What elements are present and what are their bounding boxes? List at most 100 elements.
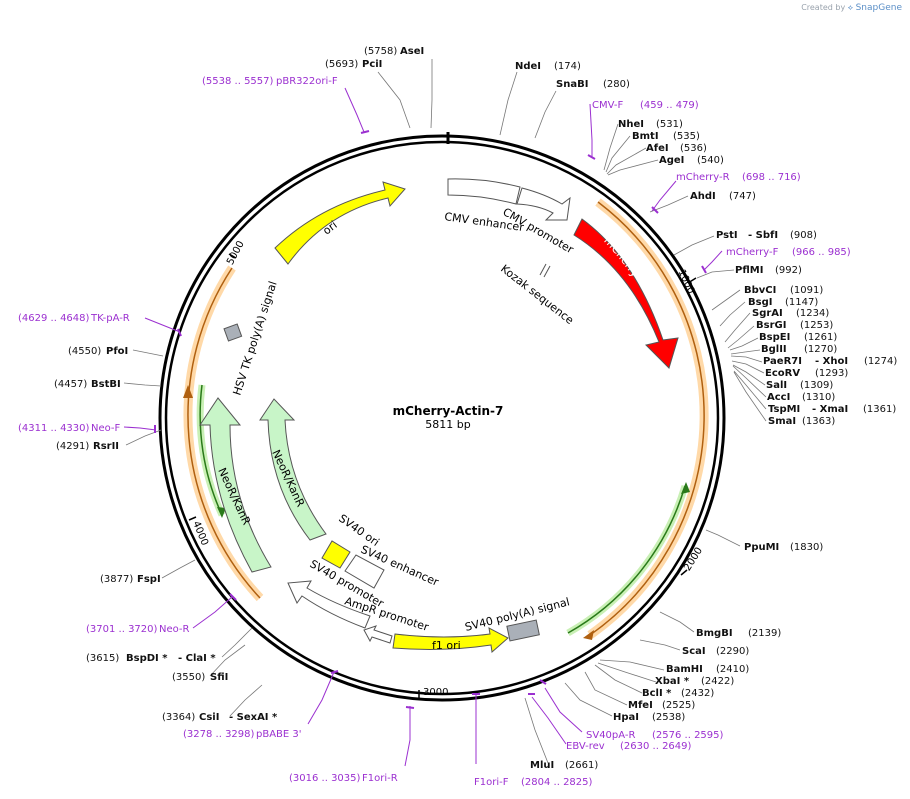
svg-text:(2630 .. 2649): (2630 .. 2649) xyxy=(620,741,692,752)
svg-text:ScaI: ScaI xyxy=(682,646,706,657)
enzyme-sgrai[interactable]: SgrAI(1234) xyxy=(752,308,829,319)
primer-cmv-f[interactable]: CMV-F(459 .. 479) xyxy=(592,100,699,111)
enzyme-fspi[interactable]: (3877)FspI xyxy=(100,574,161,585)
svg-text:MfeI: MfeI xyxy=(628,700,653,711)
enzyme-nhei[interactable]: NheI (531) xyxy=(618,119,683,130)
enzyme-mlui[interactable]: MluI(2661) xyxy=(530,760,598,771)
plasmid-name: mCherry-Actin-7 xyxy=(393,404,504,418)
svg-text:(698 .. 716): (698 .. 716) xyxy=(742,172,801,183)
enzyme-pcii[interactable]: (5693)PciI xyxy=(325,59,382,70)
enzyme-rsrii[interactable]: (4291)RsrII xyxy=(56,441,119,452)
sv40-ori-label: SV40 ori xyxy=(336,512,381,549)
sv40-promoter-feature[interactable] xyxy=(287,580,371,629)
svg-text:AhdI: AhdI xyxy=(690,191,716,202)
svg-text:(531): (531) xyxy=(656,119,683,130)
svg-text:BbvCI: BbvCI xyxy=(744,285,776,296)
enzyme-bmgbi[interactable]: BmgBI(2139) xyxy=(696,628,781,639)
svg-text:(747): (747) xyxy=(729,191,756,202)
primer-tk-pa-r[interactable]: (4629 .. 4648)TK-pA-R xyxy=(18,313,130,324)
hsv-tk-polya-feature[interactable] xyxy=(223,323,243,342)
green-orf-arrowhead-left xyxy=(217,507,226,518)
credit-brand: SnapGene xyxy=(855,3,902,13)
svg-text:PflMI: PflMI xyxy=(735,265,763,276)
primer-ebv-rev[interactable]: EBV-rev(2630 .. 2649) xyxy=(566,741,692,752)
enzyme-snabi[interactable]: SnaBI(280) xyxy=(556,79,630,90)
enzyme-acci[interactable]: AccI(1310) xyxy=(767,392,835,403)
svg-text:- XhoI: - XhoI xyxy=(815,356,848,367)
enzyme-psti[interactable]: PstI- SbfI(908) xyxy=(716,230,817,241)
enzyme-sfii[interactable]: (3550)SfiI xyxy=(172,672,228,683)
svg-text:PpuMI: PpuMI xyxy=(744,542,779,553)
enzyme-agei[interactable]: AgeI(540) xyxy=(659,155,724,166)
svg-text:(1234): (1234) xyxy=(796,308,829,319)
enzyme-ndei[interactable]: NdeI(174) xyxy=(515,61,581,72)
svg-text:(2432): (2432) xyxy=(681,688,714,699)
enzyme-scai[interactable]: ScaI (2290) xyxy=(682,646,749,657)
position-ticks xyxy=(188,253,697,698)
orf-arrowhead-left xyxy=(183,385,193,398)
enzyme-ahdi[interactable]: AhdI (747) xyxy=(690,191,756,202)
enzyme-smai[interactable]: SmaI(1363) xyxy=(768,416,835,427)
svg-text:(3615): (3615) xyxy=(86,653,119,664)
enzyme-paer7i[interactable]: PaeR7I- XhoI(1274) xyxy=(763,356,897,367)
primer-neo-f[interactable]: (4311 .. 4330)Neo-F xyxy=(18,423,121,434)
svg-text:(2410): (2410) xyxy=(716,664,749,675)
primer-mcherry-f[interactable]: mCherry-F(966 .. 985) xyxy=(726,247,851,258)
neor-kanr-outer-feature[interactable] xyxy=(199,397,272,573)
svg-text:TspMI: TspMI xyxy=(768,404,800,415)
enzyme-xbai[interactable]: XbaI *(2422) xyxy=(655,676,734,687)
primer-neo-r[interactable]: (3701 .. 3720)Neo-R xyxy=(86,624,190,635)
svg-text:(1309): (1309) xyxy=(800,380,833,391)
enzyme-bsgi[interactable]: BsgI(1147) xyxy=(748,297,818,308)
svg-text:BsgI: BsgI xyxy=(748,297,772,308)
svg-text:CsiI: CsiI xyxy=(199,712,219,723)
primer-f1ori-f[interactable]: F1ori-F(2804 .. 2825) xyxy=(474,777,593,788)
enzyme-bbvci[interactable]: BbvCI(1091) xyxy=(744,285,823,296)
neor-kanr-inner-feature[interactable] xyxy=(259,398,327,541)
svg-text:NheI: NheI xyxy=(618,119,644,130)
primer-sv40pa-r[interactable]: SV40pA-R(2576 .. 2595) xyxy=(586,730,724,741)
enzyme-bcli[interactable]: BclI *(2432) xyxy=(642,688,714,699)
enzyme-bsrgi[interactable]: BsrGI(1253) xyxy=(756,320,833,331)
svg-text:BspDI *: BspDI * xyxy=(126,653,168,664)
enzyme-asei[interactable]: (5758)AseI xyxy=(364,46,424,57)
f1-ori-feature[interactable] xyxy=(392,627,509,653)
svg-text:- ClaI *: - ClaI * xyxy=(178,653,216,664)
enzyme-bspei[interactable]: BspEI(1261) xyxy=(759,332,837,343)
svg-text:(3550): (3550) xyxy=(172,672,205,683)
svg-text:(174): (174) xyxy=(554,61,581,72)
cmv-promoter-feature[interactable] xyxy=(516,187,571,221)
ori-feature[interactable] xyxy=(274,181,406,265)
enzyme-csii[interactable]: (3364)CsiI- SexAI * xyxy=(162,712,278,723)
enzyme-mfei[interactable]: MfeI(2525) xyxy=(628,700,695,711)
enzyme-bamhi[interactable]: BamHI(2410) xyxy=(666,664,749,675)
enzyme-hpai[interactable]: HpaI(2538) xyxy=(613,712,685,723)
orf-line-left xyxy=(187,267,261,599)
primer-pbr322ori-f[interactable]: (5538 .. 5557)pBR322ori-F xyxy=(202,76,338,87)
svg-text:(2290): (2290) xyxy=(716,646,749,657)
sv40-enhancer-feature[interactable] xyxy=(344,554,385,589)
ampr-promoter-feature[interactable] xyxy=(363,625,393,644)
sv40-polya-feature[interactable] xyxy=(506,619,540,642)
enzyme-tspmi[interactable]: TspMI- XmaI(1361) xyxy=(768,404,896,415)
enzyme-bmti[interactable]: BmtI(535) xyxy=(632,131,700,142)
svg-text:pBR322ori-F: pBR322ori-F xyxy=(276,76,338,87)
enzyme-pfoi[interactable]: (4550)PfoI xyxy=(68,346,128,357)
primer-f1ori-r[interactable]: (3016 .. 3035)F1ori-R xyxy=(289,773,398,784)
enzyme-bspdi[interactable]: (3615) BspDI * - ClaI * xyxy=(86,653,216,664)
enzyme-pflmi[interactable]: PflMI(992) xyxy=(735,265,802,276)
primer-pbabe3[interactable]: (3278 .. 3298)pBABE 3' xyxy=(183,729,302,740)
enzyme-ecorv[interactable]: EcoRV(1293) xyxy=(765,368,848,379)
enzyme-sali[interactable]: SalI(1309) xyxy=(766,380,833,391)
enzyme-bstbi[interactable]: (4457)BstBI xyxy=(54,379,121,390)
enzyme-ppumi[interactable]: PpuMI(1830) xyxy=(744,542,823,553)
primer-mcherry-r[interactable]: mCherry-R(698 .. 716) xyxy=(676,172,801,183)
svg-text:AccI: AccI xyxy=(767,392,790,403)
enzyme-afei[interactable]: AfeI(536) xyxy=(646,143,707,154)
cmv-enhancer-feature[interactable] xyxy=(447,178,521,205)
svg-text:MluI: MluI xyxy=(530,760,554,771)
sv40-ori-feature[interactable] xyxy=(321,540,351,569)
svg-text:(3278 .. 3298): (3278 .. 3298) xyxy=(183,729,255,740)
enzyme-bglii[interactable]: BglII(1270) xyxy=(761,344,837,355)
mcherry-feature[interactable] xyxy=(573,218,679,369)
